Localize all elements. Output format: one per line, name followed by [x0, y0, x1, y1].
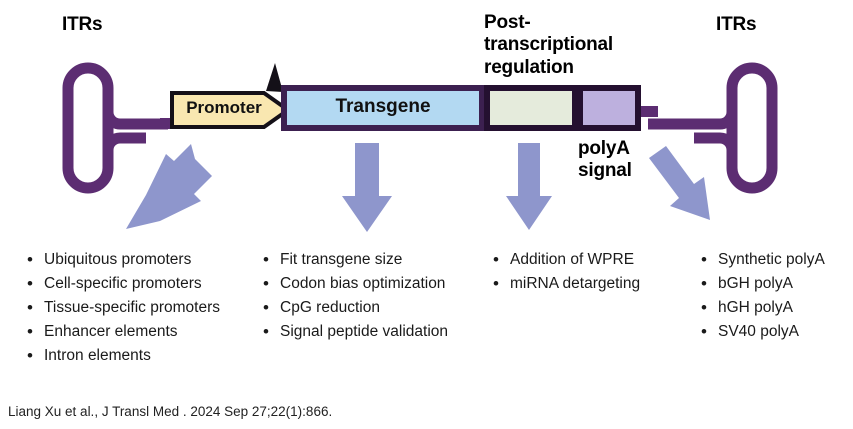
bullet-icon: •	[701, 322, 707, 341]
bullet-icon: •	[493, 250, 499, 269]
promoter-options-ul: • Ubiquitous promoters • Cell-specific prom…	[22, 249, 252, 367]
list-item-label: Synthetic polyA	[718, 251, 825, 268]
list-item-label: bGH polyA	[718, 275, 793, 292]
bullet-icon: •	[27, 274, 33, 293]
list-item: • hGH polyA	[701, 297, 853, 319]
bullet-icon: •	[701, 250, 707, 269]
bullet-icon: •	[27, 298, 33, 317]
post-transcriptional-options-ul: • Addition of WPRE • miRNA detargeting	[488, 249, 688, 295]
list-item-label: SV40 polyA	[718, 323, 799, 340]
list-item-label: Intron elements	[44, 347, 151, 364]
bullet-icon: •	[27, 322, 33, 341]
arrow-to-transgene	[342, 143, 392, 232]
backbone-right	[636, 106, 658, 117]
itr-left-label: ITRs	[62, 14, 103, 35]
list-item-label: CpG reduction	[280, 299, 380, 316]
promoter-element	[170, 63, 292, 129]
transgene-options-list: • Fit transgene size • Codon bias optimizat…	[258, 249, 488, 345]
list-item-label: Addition of WPRE	[510, 251, 635, 268]
list-item-label: Tissue-specific promoters	[44, 299, 221, 316]
polya-options-ul: • Synthetic polyA • bGH polyA • hGH polyA • SV4…	[696, 249, 853, 343]
itr-right-hairpin	[648, 62, 778, 194]
post-transcriptional-regulation-label: Post-transcriptional regulation	[484, 12, 613, 78]
list-item-label: Fit transgene size	[280, 251, 403, 268]
list-item: • Enhancer elements	[27, 321, 252, 343]
list-item-label: hGH polyA	[718, 299, 793, 316]
list-item: • bGH polyA	[701, 273, 853, 295]
list-item-label: Signal peptide validation	[280, 323, 449, 340]
list-item: • SV40 polyA	[701, 321, 853, 343]
transgene-box	[281, 85, 485, 131]
list-item: • Ubiquitous promoters	[27, 249, 252, 271]
list-item-label: Cell-specific promoters	[44, 275, 202, 292]
itr-right-label: ITRs	[716, 14, 757, 35]
list-item: • CpG reduction	[263, 297, 488, 319]
bullet-icon: •	[263, 274, 269, 293]
list-item: • Fit transgene size	[263, 249, 488, 271]
arrow-to-promoters	[126, 144, 212, 229]
list-item: • Synthetic polyA	[701, 249, 853, 271]
bullet-icon: •	[27, 346, 33, 365]
itr-left-hairpin	[62, 62, 168, 194]
list-item: • Signal peptide validation	[263, 321, 488, 343]
list-item: • miRNA detargeting	[493, 273, 688, 295]
list-item-label: Enhancer elements	[44, 323, 178, 340]
polya-signal-label: polyA signal	[578, 138, 632, 181]
post-transcriptional-options-list: • Addition of WPRE • miRNA detargeting	[488, 249, 688, 297]
arrow-to-post-transcriptional	[506, 143, 552, 230]
bullet-icon: •	[493, 274, 499, 293]
list-item: • Tissue-specific promoters	[27, 297, 252, 319]
promoter-options-list: • Ubiquitous promoters • Cell-specific prom…	[22, 249, 252, 369]
citation-text: Liang Xu et al., J Transl Med . 2024 Sep…	[8, 404, 333, 419]
list-item: • Cell-specific promoters	[27, 273, 252, 295]
bullet-icon: •	[263, 322, 269, 341]
polya-box	[577, 85, 641, 131]
bullet-icon: •	[27, 250, 33, 269]
list-item: • Addition of WPRE	[493, 249, 688, 271]
list-item-label: Codon bias optimization	[280, 275, 446, 292]
bullet-icon: •	[263, 250, 269, 269]
arrow-to-polya	[649, 146, 710, 220]
bullet-icon: •	[701, 298, 707, 317]
list-item-label: miRNA detargeting	[510, 275, 641, 292]
bullet-icon: •	[263, 298, 269, 317]
wpre-box	[484, 85, 578, 131]
bullet-icon: •	[701, 274, 707, 293]
polya-options-list: • Synthetic polyA • bGH polyA • hGH polyA • SV4…	[696, 249, 853, 345]
list-item-label: Ubiquitous promoters	[44, 251, 192, 268]
transgene-options-ul: • Fit transgene size • Codon bias optimizat…	[258, 249, 488, 343]
list-item: • Codon bias optimization	[263, 273, 488, 295]
list-item: • Intron elements	[27, 345, 252, 367]
